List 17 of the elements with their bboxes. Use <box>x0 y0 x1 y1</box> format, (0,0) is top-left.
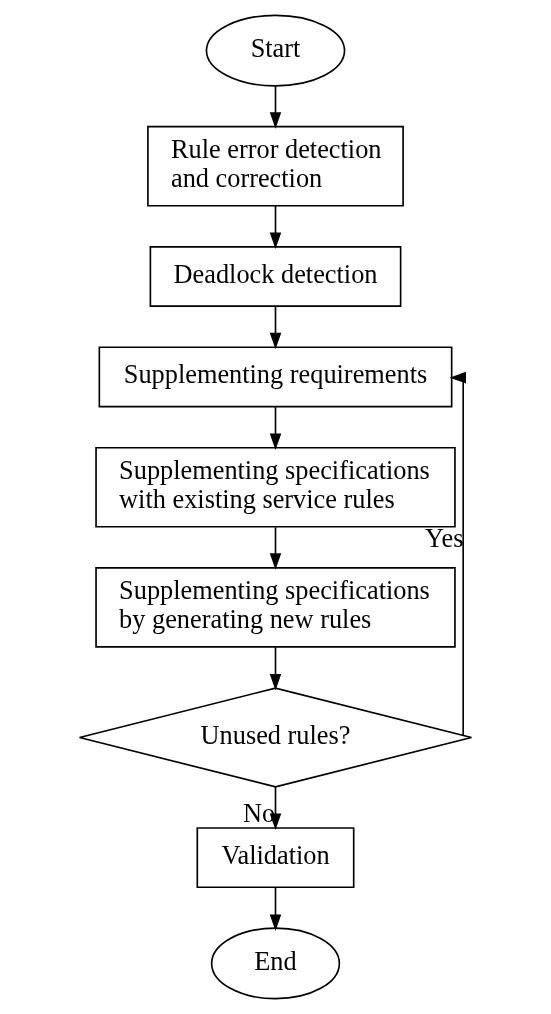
arrow <box>269 85 282 129</box>
arrow <box>269 526 282 570</box>
node-box: Deadlock detection <box>149 246 402 307</box>
node-box: Supplementing specifications with existing service rules <box>95 446 456 528</box>
arrow <box>449 371 466 736</box>
node-ellipse: End <box>210 927 341 1000</box>
arrow <box>269 886 282 931</box>
node-box: Supplementing requirements <box>98 346 453 408</box>
node-diamond: Unused rules? <box>78 687 473 788</box>
node-box: Validation <box>196 827 355 889</box>
node-ellipse: Start <box>205 14 346 87</box>
arrow <box>269 646 282 691</box>
arrow <box>269 406 282 451</box>
arrow <box>269 205 282 249</box>
node-box: Rule error detection and correction <box>147 125 404 207</box>
node-box: Supplementing specifications by generating new rules <box>95 567 456 648</box>
arrow <box>269 305 282 350</box>
